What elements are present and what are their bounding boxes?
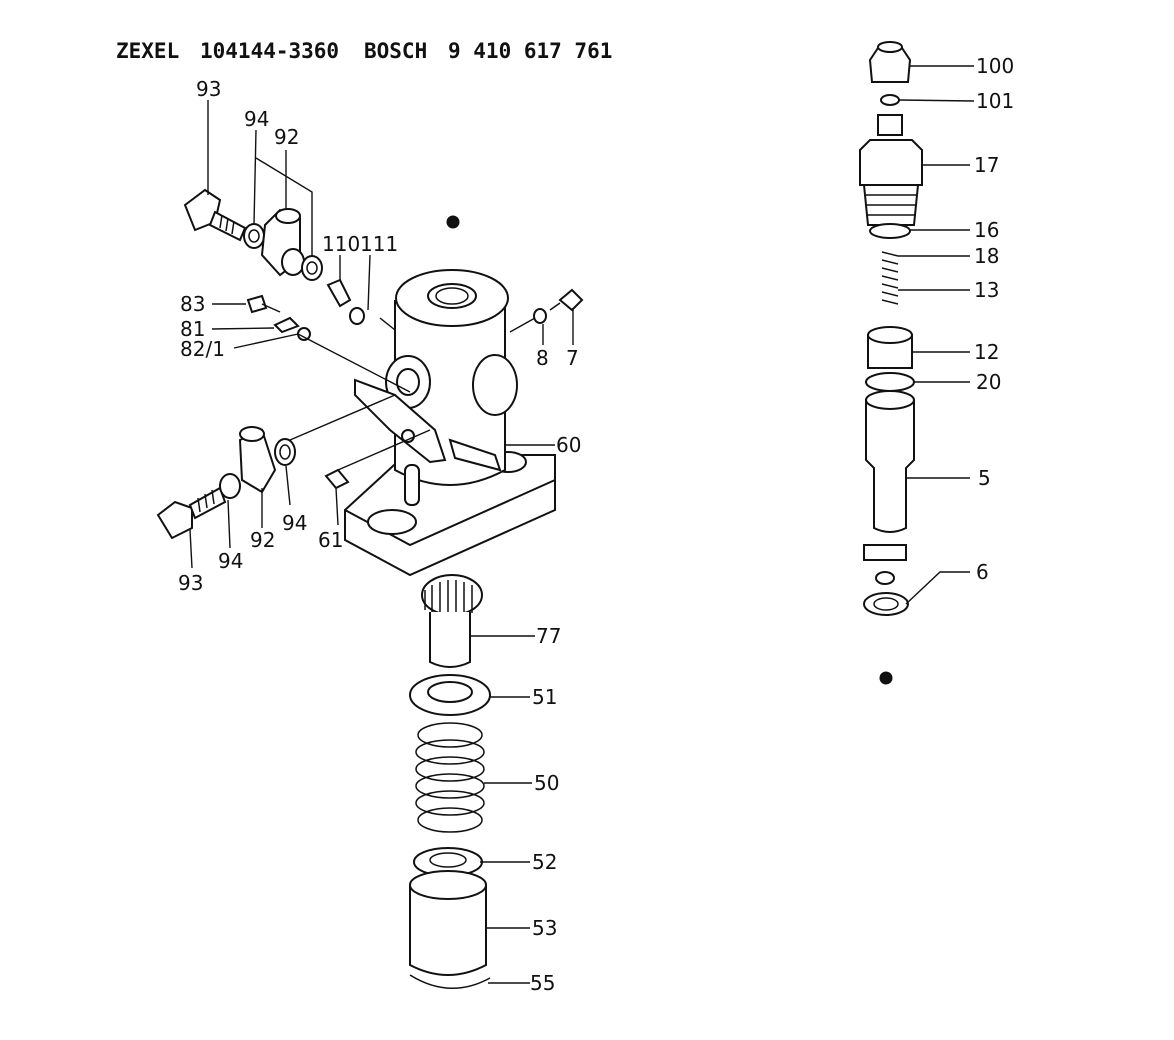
screw-8-7 [533, 288, 584, 324]
label-93-lower: 93 [178, 571, 203, 595]
label-77: 77 [536, 624, 561, 648]
leader-lines [189, 65, 975, 984]
bolt-clip-set [246, 294, 311, 341]
spring-50 [415, 722, 485, 833]
part-labels: 93 94 92 110 111 83 81 82/1 8 7 60 61 93… [178, 54, 1014, 995]
label-110: 110 [322, 232, 360, 256]
reference-dot-bottom-right [879, 671, 893, 685]
spring-seat-52 [413, 847, 483, 877]
label-61: 61 [318, 528, 343, 552]
label-83: 83 [180, 292, 205, 316]
diagram-header: ZEXEL 104144-3360 BOSCH 9 410 617 761 [116, 39, 612, 63]
label-51: 51 [532, 685, 557, 709]
pump-housing [344, 269, 556, 577]
part-number-zexel: 104144-3360 [200, 39, 339, 63]
brand-zexel: ZEXEL [116, 39, 179, 63]
label-6: 6 [976, 560, 989, 584]
label-53: 53 [532, 916, 557, 940]
label-92-upper: 92 [274, 125, 299, 149]
label-20: 20 [976, 370, 1001, 394]
delivery-valve-assembly [859, 41, 923, 616]
banjo-fitting-upper [183, 188, 323, 281]
reference-dot-top-left [446, 215, 460, 229]
label-52: 52 [532, 850, 557, 874]
snap-ring-55 [409, 974, 491, 989]
label-81: 81 [180, 317, 205, 341]
label-8: 8 [536, 346, 549, 370]
label-100: 100 [976, 54, 1014, 78]
label-94-lower-b: 94 [282, 511, 307, 535]
label-13: 13 [974, 278, 999, 302]
label-93-upper: 93 [196, 77, 221, 101]
tappet-53 [409, 870, 487, 976]
label-101: 101 [976, 89, 1014, 113]
label-12: 12 [974, 340, 999, 364]
label-17: 17 [974, 153, 999, 177]
label-92-lower: 92 [250, 528, 275, 552]
label-7: 7 [566, 346, 579, 370]
label-18: 18 [974, 244, 999, 268]
label-94-upper: 94 [244, 107, 269, 131]
label-94-lower-a: 94 [218, 549, 243, 573]
screw-61 [324, 468, 350, 490]
label-111: 111 [360, 232, 398, 256]
banjo-fitting-lower [156, 426, 296, 540]
fitting-110-111 [326, 278, 365, 325]
part-number-bosch: 9 410 617 761 [448, 39, 612, 63]
control-sleeve-77 [421, 574, 483, 668]
brand-bosch: BOSCH [364, 39, 427, 63]
label-82-1: 82/1 [180, 337, 225, 361]
label-55: 55 [530, 971, 555, 995]
label-50: 50 [534, 771, 559, 795]
spring-seat-51 [409, 674, 491, 716]
label-5: 5 [978, 466, 991, 490]
label-60: 60 [556, 433, 581, 457]
label-16: 16 [974, 218, 999, 242]
